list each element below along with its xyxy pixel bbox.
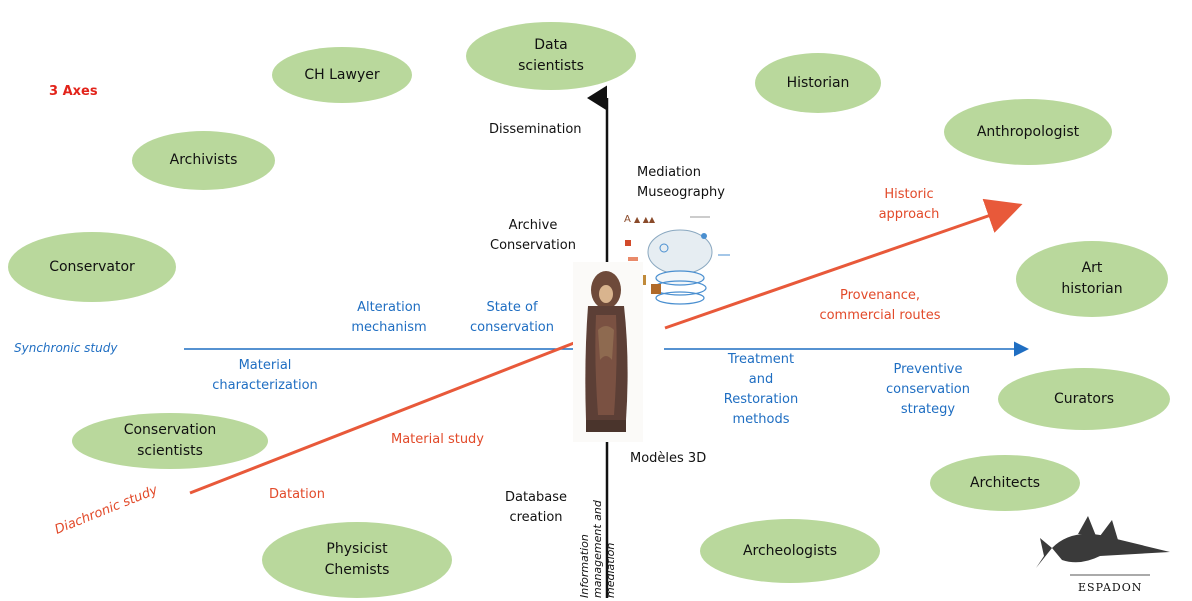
label-material-characterization: Material characterization <box>212 358 318 393</box>
museography-sketch: A ▲ ▲▲ <box>624 214 730 305</box>
role-architects: Architects <box>930 455 1080 511</box>
axes-title: 3 Axes <box>49 84 98 99</box>
label-preventive-conservation: Preventive conservation strategy <box>885 362 971 417</box>
role-anthropologist: Anthropologist <box>944 99 1112 165</box>
label-state-of-conservation: State of conservation <box>469 300 555 335</box>
role-label: Architects <box>969 474 1041 491</box>
label-treatment-restoration: Treatment and Restoration methods <box>723 352 799 427</box>
label-archive-conservation: Archive Conservation <box>490 218 576 253</box>
statue-image <box>573 262 643 442</box>
role-archeologists: Archeologists <box>700 519 880 583</box>
role-label: Archivists <box>169 152 238 168</box>
diagonal-axis-lower <box>189 341 575 495</box>
espadon-logo-fish <box>1036 516 1170 576</box>
label-material-study: Material study <box>391 432 484 447</box>
label-mediation-museography: Mediation Museography <box>637 165 725 200</box>
svg-text:▲ ▲▲: ▲ ▲▲ <box>634 215 656 224</box>
role-label: Conservator <box>49 258 135 275</box>
label-synchronic-study: Synchronic study <box>14 341 118 355</box>
diagonal-axis-upper <box>664 198 1023 330</box>
label-database-creation: Database creation <box>504 490 568 525</box>
label-datation: Datation <box>269 487 325 502</box>
role-label: Conservation scientists <box>123 422 217 459</box>
role-label: Archeologists <box>742 542 838 559</box>
role-archivists: Archivists <box>132 131 275 190</box>
role-label: Physicist Chemists <box>324 541 390 578</box>
label-historic-approach: Historic approach <box>878 187 940 222</box>
role-label: CH Lawyer <box>304 66 380 83</box>
role-conservation-scientists: Conservation scientists <box>72 413 268 469</box>
role-historian: Historian <box>755 53 881 113</box>
espadon-logo-text: ESPADON <box>1078 581 1143 594</box>
role-ch-lawyer: CH Lawyer <box>272 47 412 103</box>
label-alteration-mechanism: Alteration mechanism <box>351 300 427 335</box>
role-label: Art historian <box>1061 260 1123 297</box>
role-label: Curators <box>1053 390 1115 407</box>
role-curators: Curators <box>998 368 1170 430</box>
svg-text:A: A <box>624 214 631 225</box>
label-information-management: Information management and mediation <box>578 500 617 598</box>
label-provenance: Provenance, commercial routes <box>819 288 941 323</box>
label-modeles-3d: Modèles 3D <box>630 451 707 466</box>
label-dissemination: Dissemination <box>489 122 582 137</box>
role-label: Historian <box>786 74 850 91</box>
role-art-historian: Art historian <box>1016 241 1168 317</box>
role-data-scientists: Data scientists <box>466 22 636 90</box>
role-label: Anthropologist <box>976 123 1080 140</box>
role-label: Data scientists <box>518 37 584 74</box>
role-physicist-chemists: Physicist Chemists <box>262 522 452 598</box>
role-conservator: Conservator <box>8 232 176 302</box>
